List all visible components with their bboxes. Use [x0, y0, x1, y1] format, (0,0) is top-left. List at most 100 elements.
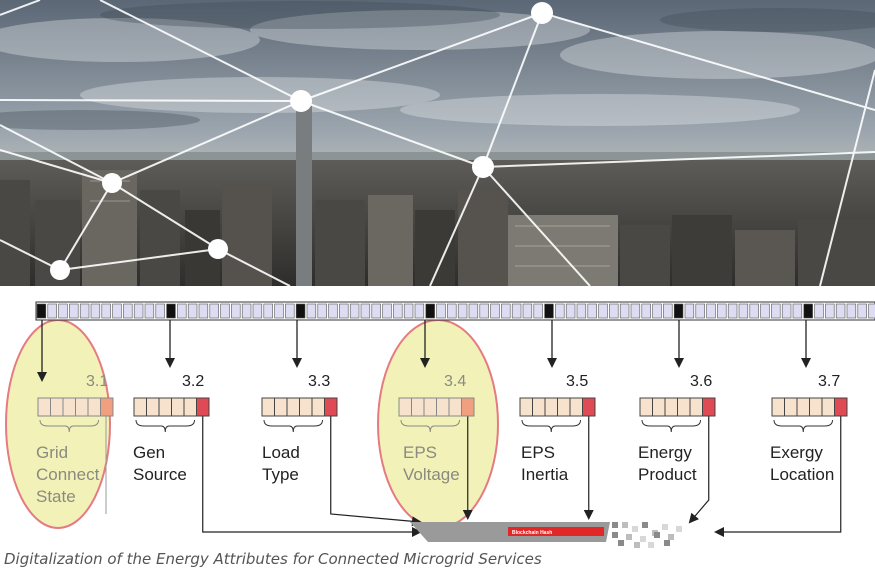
tape-cell	[814, 303, 824, 319]
tape-cell	[285, 303, 295, 319]
register-brace	[135, 419, 195, 433]
register-end-cell	[461, 397, 475, 417]
city-skyline-network-photo	[0, 0, 875, 286]
register-cell	[796, 397, 810, 417]
tape-cell	[609, 303, 619, 319]
attribute-label-line: Connect	[36, 465, 100, 484]
attribute-number: 3.7	[818, 373, 840, 390]
register-brace	[39, 419, 99, 433]
attribute-number: 3.5	[566, 373, 588, 390]
tape-cell	[414, 303, 425, 319]
tape-cell	[565, 303, 576, 319]
tape-cell	[792, 303, 803, 319]
attribute-label-line: Energy	[638, 443, 692, 462]
register-cell	[171, 397, 185, 417]
tape-cell	[231, 303, 241, 319]
register-cell	[299, 397, 313, 417]
tape-cell	[738, 303, 749, 319]
tape-cell	[220, 303, 230, 319]
energy-attributes-diagram: 3.1GridConnectState3.2GenSource3.3LoadTy…	[5, 301, 875, 548]
register-cell	[50, 397, 64, 417]
register-cell	[87, 397, 101, 417]
attribute-label-line: Product	[638, 465, 697, 484]
hash-pixel	[668, 534, 674, 540]
register-cell	[639, 397, 653, 417]
tape-cell	[630, 303, 641, 319]
register-brace	[400, 419, 460, 433]
tape-cell	[479, 303, 489, 319]
tape-cell	[868, 303, 875, 319]
tape-cell	[382, 303, 392, 319]
register-cell	[664, 397, 678, 417]
register-cell	[448, 397, 462, 417]
tape-cell	[717, 303, 727, 319]
tape-cell	[187, 303, 198, 319]
register-end-cell	[196, 397, 210, 417]
tape-marker-cell	[803, 303, 813, 319]
tape-cell	[706, 303, 716, 319]
tape-cell	[727, 303, 738, 319]
tape-cell	[663, 303, 673, 319]
tape-cell	[133, 303, 144, 319]
tape-cell	[468, 303, 479, 319]
register-cell	[569, 397, 583, 417]
route-3-7	[714, 416, 842, 537]
hash-pixel	[664, 540, 670, 546]
attribute-label-line: Grid	[36, 443, 68, 462]
register-cell	[519, 397, 533, 417]
tape-cell	[695, 303, 705, 319]
tape-cell	[112, 303, 122, 319]
tape-cell	[457, 303, 468, 319]
attribute-number: 3.4	[444, 373, 466, 390]
tape-cell	[339, 303, 349, 319]
hash-bar-label: Blockchain Hash	[512, 530, 552, 536]
highlight-ellipse-3-4	[377, 319, 499, 529]
register-cell	[311, 397, 325, 417]
tape-cell	[69, 303, 79, 319]
register-cell	[677, 397, 691, 417]
register-cell	[821, 397, 835, 417]
tape-cell	[263, 303, 273, 319]
attribute-label-line: EPS	[403, 443, 437, 462]
tape-cell	[403, 303, 414, 319]
register-brace	[521, 419, 581, 433]
tape-cell	[760, 303, 770, 319]
tape-cell	[371, 303, 381, 319]
tape-cell	[835, 303, 846, 319]
hash-pixel	[612, 522, 618, 528]
route-3-2	[202, 416, 422, 537]
hash-pixel	[618, 540, 624, 546]
tape-marker-cell	[166, 303, 176, 319]
tape-cell	[436, 303, 446, 319]
register-cell	[398, 397, 412, 417]
tape-cell	[587, 303, 597, 319]
tape-cell	[771, 303, 781, 319]
tape-cell	[198, 303, 209, 319]
tape-cell	[576, 303, 587, 319]
attribute-number: 3.2	[182, 373, 204, 390]
figure-caption: Digitalization of the Energy Attributes …	[4, 550, 542, 568]
tape-marker-cell	[673, 303, 684, 319]
route-3-6	[688, 416, 710, 524]
register-cell	[183, 397, 197, 417]
attribute-label-line: Inertia	[521, 465, 569, 484]
tape-cell	[555, 303, 565, 319]
attribute-label-line: EPS	[521, 443, 555, 462]
tape-cell	[393, 303, 403, 319]
attribute-label-line: Exergy	[770, 443, 823, 462]
register-cell	[557, 397, 571, 417]
register-cell	[423, 397, 437, 417]
register-cell	[544, 397, 558, 417]
tape-cell	[349, 303, 360, 319]
attribute-label-line: Type	[262, 465, 299, 484]
tape-cell	[209, 303, 219, 319]
register-brace	[263, 419, 323, 433]
tape-cell	[47, 303, 57, 319]
tape-cell	[79, 303, 90, 319]
tape-cell	[781, 303, 792, 319]
register-cell	[689, 397, 703, 417]
tape-cell	[360, 303, 371, 319]
register-end-cell	[702, 397, 716, 417]
hash-pixel	[662, 524, 668, 530]
register-cell	[261, 397, 275, 417]
